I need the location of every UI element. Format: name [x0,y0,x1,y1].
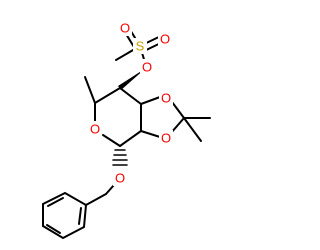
phenyl-double-1 [78,207,82,225]
atom-o-sulfonyl-left: O [120,21,130,36]
bonds [42,27,211,240]
bond-cme2-methyl-2 [183,117,202,142]
atom-o-mesylate: O [142,60,152,75]
atom-labels: S O O O O O O O [88,20,173,186]
bond-c1-o-benzyl-hash [112,149,128,166]
atom-o-sulfonyl-right: O [160,32,170,47]
bond-o-c4-wedge [118,68,146,90]
atom-o-dioxolane-bottom: O [161,131,171,146]
bond-cme2-o-bottom [170,117,185,134]
bond-c5-methyl [84,76,96,104]
phenyl-ring [42,191,88,240]
bond-ch2-phenyl [85,193,107,206]
atom-s: S [136,39,145,54]
bond-o-bottom-c2 [140,130,161,138]
phenyl-double-2 [46,224,61,234]
bond-c5-c4 [94,87,121,104]
bond-c1-o-ring [102,134,121,147]
bond-c4-c3 [119,87,142,105]
atom-o-dioxolane-top: O [161,91,171,106]
atom-o-benzyl: O [115,171,125,186]
bond-c2-c1 [119,130,142,147]
bond-c3-o-top [140,96,161,105]
atom-o-ring: O [90,122,100,137]
molecule-structure: S O O O O O O O [42,20,211,240]
phenyl-double-3 [47,197,64,207]
bond-o-benzyl-ch2 [105,184,115,195]
bond-o-top-cme2 [171,101,185,119]
